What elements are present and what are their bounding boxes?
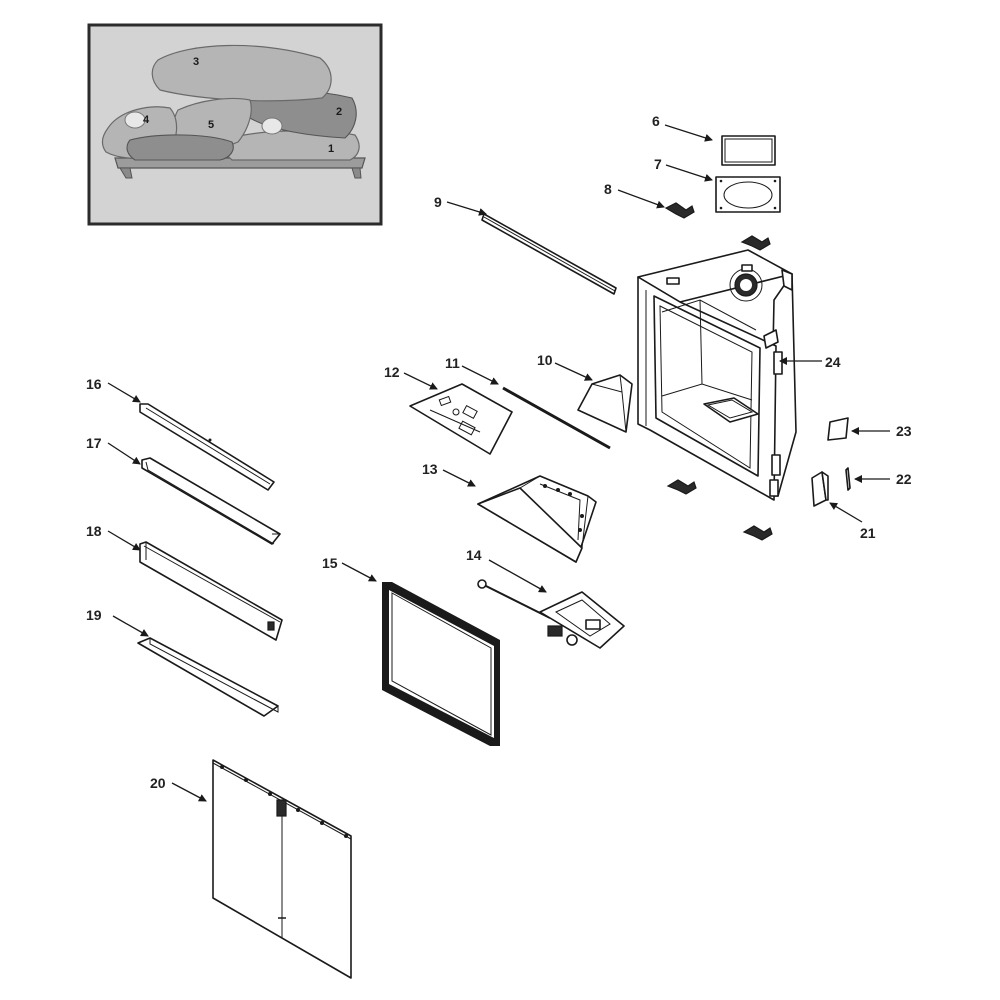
inset-label-1: 1 <box>328 143 334 155</box>
callout-21: 21 <box>860 525 876 541</box>
part-13-refractory-liner <box>477 475 597 563</box>
callout-15: 15 <box>322 555 338 571</box>
callout-11: 11 <box>445 355 460 371</box>
callout-19: 19 <box>86 607 102 623</box>
callout-20: 20 <box>150 775 166 791</box>
standoff-bracket <box>742 525 773 541</box>
part-7-flue-gasket <box>715 176 781 213</box>
callout-22: 22 <box>896 471 912 487</box>
callout-14: 14 <box>466 547 482 563</box>
part-9-top-rail <box>481 213 617 295</box>
part-19-hood <box>137 637 279 717</box>
part-18-front-trim <box>139 541 283 641</box>
part-11-rod <box>502 386 611 450</box>
firebox-assembly <box>637 249 797 501</box>
part-23-plate <box>827 417 849 441</box>
part-16-trim <box>139 403 275 491</box>
callout-18: 18 <box>86 523 102 539</box>
standoff-bracket <box>666 479 697 495</box>
callout-16: 16 <box>86 376 102 392</box>
inset-label-4: 4 <box>143 114 150 126</box>
callout-labels: 6 7 8 9 10 11 12 13 14 15 16 17 18 19 20… <box>86 113 912 791</box>
inset-label-3: 3 <box>193 56 199 68</box>
log-set-inset: 3 2 4 5 1 <box>87 23 383 226</box>
callout-17: 17 <box>86 435 102 451</box>
part-12-burner-plate <box>409 383 513 455</box>
callout-23: 23 <box>896 423 912 439</box>
standoff-bracket <box>740 235 771 251</box>
callout-7: 7 <box>654 156 662 172</box>
inset-label-5: 5 <box>208 119 214 131</box>
part-6-cover-plate <box>721 135 776 166</box>
part-8-bracket <box>664 202 695 219</box>
part-10-baffle <box>577 374 633 433</box>
callout-6: 6 <box>652 113 660 129</box>
callout-8: 8 <box>604 181 612 197</box>
part-14-gas-valve-assembly <box>477 579 625 649</box>
callout-24: 24 <box>825 354 841 370</box>
callout-9: 9 <box>434 194 442 210</box>
callout-10: 10 <box>537 352 553 368</box>
callout-12: 12 <box>384 364 400 380</box>
log-3 <box>151 44 332 102</box>
part-22-clip <box>845 467 851 491</box>
inset-label-2: 2 <box>336 106 342 118</box>
part-17-trim-channel <box>141 457 281 545</box>
leader-lines <box>107 124 890 802</box>
part-21-block <box>811 471 829 507</box>
part-15-glass-frame <box>382 582 500 746</box>
callout-13: 13 <box>422 461 438 477</box>
part-20-mesh-screen <box>212 759 352 979</box>
